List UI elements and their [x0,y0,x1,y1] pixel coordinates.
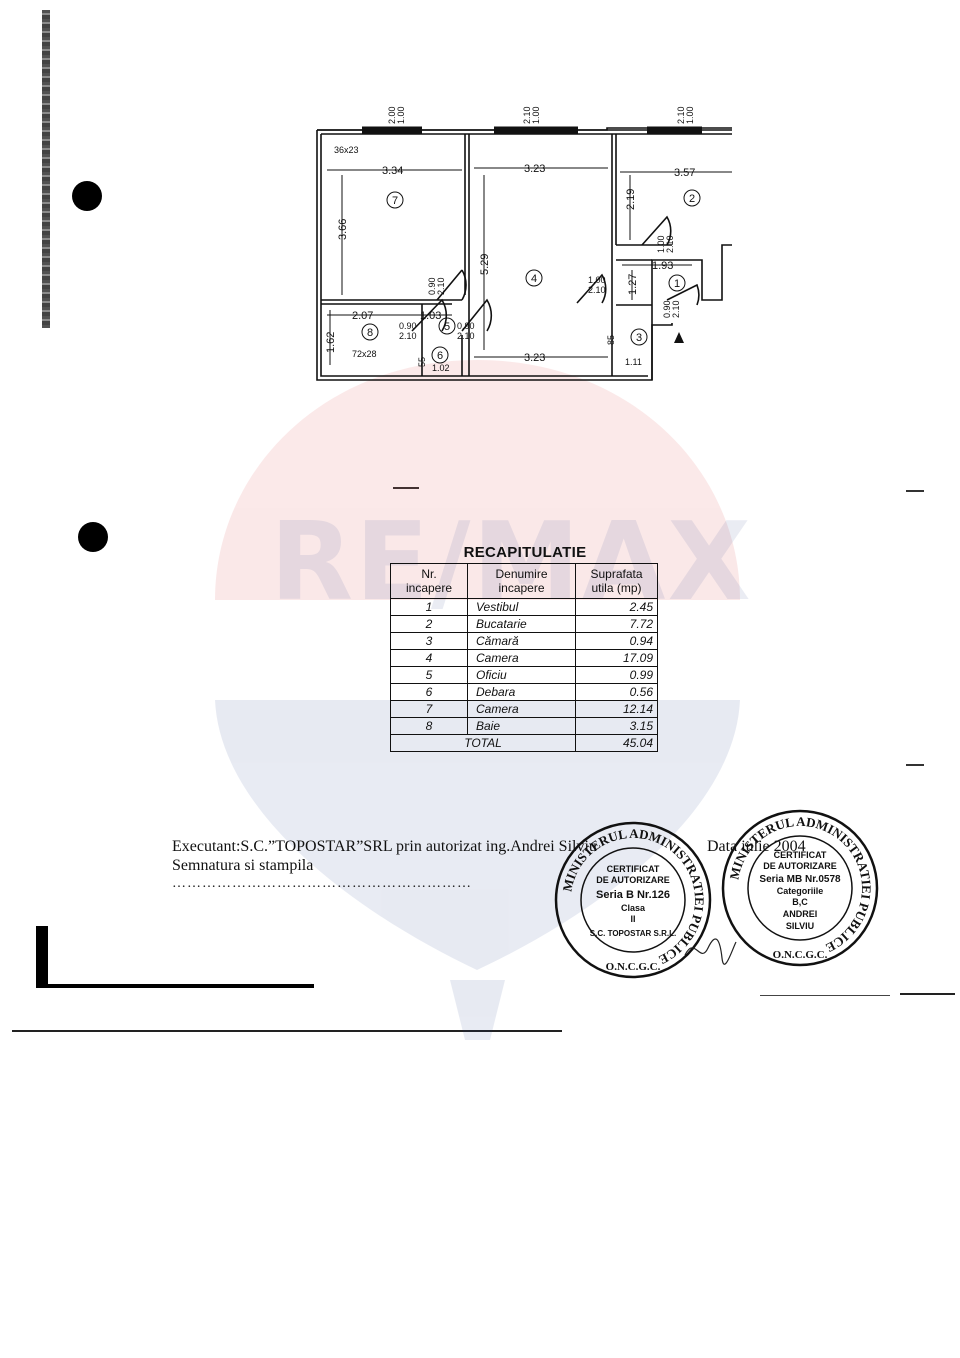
dim-label: 1.02 [432,363,450,373]
dim-label: 3.57 [674,167,695,179]
stamp-right: MINISTERUL ADMINISTRATIEI PUBLICE O.N.C.… [721,809,879,967]
signature-label: Semnatura si stampila [172,857,314,874]
scan-edge-artifact [42,10,50,328]
stamp-line: Seria B Nr.126 [596,889,670,901]
stamp-bottom-text: O.N.C.G.C. [606,961,661,973]
scan-line-artifact [900,993,955,995]
scan-line-artifact [12,1030,562,1032]
room-number-3: 3 [636,332,642,344]
executant-text: Executant:S.C.”TOPOSTAR”SRL prin autoriz… [172,838,597,855]
stamp-line: II [630,914,635,924]
dim-label: 2.19 [625,189,637,210]
door-label: 2.10 [671,300,681,318]
door-label: 2.10 [436,277,446,295]
door-label: 2.10 [665,235,675,253]
dim-label: 1.62 [325,332,337,353]
stamp-line: B,C [792,897,808,907]
dim-label: 5.29 [479,254,491,275]
room-number-1: 1 [674,278,680,290]
window-label: 1.00 [685,106,695,124]
dim-label: 3.23 [524,163,545,175]
dim-label: 1.11 [625,357,642,367]
header-nr: Nr.incapere [390,563,468,599]
total-label: TOTAL [390,734,576,752]
room-number-7: 7 [392,195,398,207]
window-label: 1.00 [396,106,406,124]
scan-bar-artifact [36,926,48,986]
vent-label: 36x23 [334,145,359,155]
stamp-line: Categoriile [777,886,824,896]
room-number-8: 8 [367,327,373,339]
recap-title: RECAPITULATIE [463,544,587,561]
dim-label: 3.23 [524,352,545,364]
scan-mark [906,764,924,766]
door-label: 0.90 [662,300,672,318]
door-label: 2.10 [399,331,417,341]
window-label: 2.00 [387,106,397,124]
punch-hole [78,522,108,552]
stamp-line: CERTIFICAT [774,850,827,860]
window-label: 1.00 [531,106,541,124]
stamp-line: Seria MB Nr.0578 [759,874,841,885]
dim-label: 85 [606,335,616,345]
door-label: 0.90 [457,321,475,331]
window-label: 2.10 [522,106,532,124]
room-number-6: 6 [437,350,443,362]
stamp-line: CERTIFICAT [607,864,660,874]
door-label: 2.10 [588,285,606,295]
dim-label: 55 [417,357,427,367]
stamp-bottom-text: O.N.C.G.C. [773,949,828,961]
stamp-line: ANDREI [783,909,818,919]
dim-label: 2.07 [352,310,373,322]
scan-bar-artifact [36,984,314,988]
room-number-5: 5 [444,321,450,333]
stamp-line: S.C. TOPOSTAR S.R.L. [590,929,676,938]
stamp-line: DE AUTORIZARE [596,875,670,885]
dim-label: 3.66 [337,219,349,240]
door-label: 1.00 [588,275,606,285]
total-row: TOTAL 45.04 [390,734,658,752]
stamp-line: Clasa [621,903,646,913]
room-number-4: 4 [531,273,537,285]
door-label: 0.90 [399,321,417,331]
scan-mark [906,490,924,492]
total-value: 45.04 [575,734,658,752]
window-label: 2.10 [676,106,686,124]
vent-label: 72x28 [352,349,377,359]
dim-label: 1.03 [420,310,441,322]
room-number-2: 2 [689,193,695,205]
signature-scribble [684,938,737,965]
stamp-line: DE AUTORIZARE [763,861,837,871]
scan-line-artifact [760,995,890,996]
dim-label: 3.34 [382,165,403,177]
signature-dotted-line: …………………………………………………… [172,876,472,891]
stamp-line: SILVIU [786,921,814,931]
door-label: 2.10 [457,331,475,341]
punch-hole [72,181,102,211]
door-label: 1.00 [656,235,666,253]
dim-label: 1.27 [627,274,639,295]
floor-plan: 7 4 2 1 3 5 6 8 3.34 3.23 3.57 3.66 5.29… [316,106,732,381]
dim-label: 1.93 [652,260,673,272]
stamp-left: MINISTERUL ADMINISTRATIEI PUBLICE O.N.C.… [554,821,712,979]
scan-mark [393,487,419,489]
door-label: 0.90 [427,277,437,295]
